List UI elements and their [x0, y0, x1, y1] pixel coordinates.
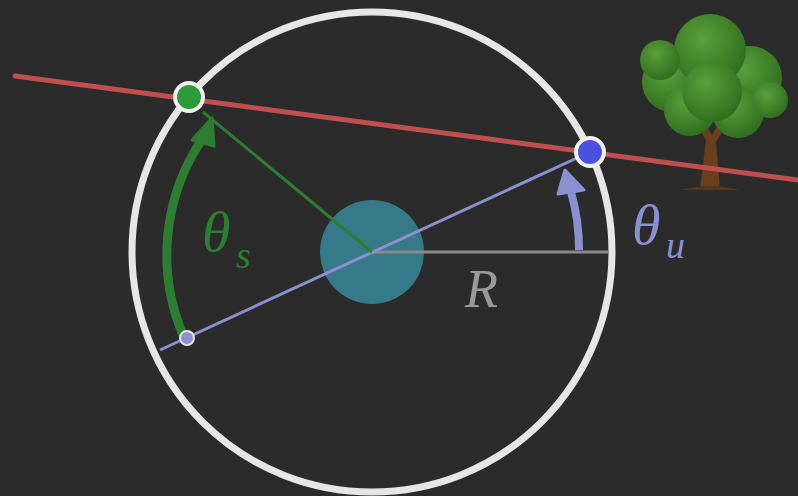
satellite-dot [175, 83, 203, 111]
orbit-circle [132, 12, 612, 492]
angle-subscript: s [236, 236, 251, 274]
angle-subscript: u [666, 226, 685, 264]
radius-label: R [465, 262, 498, 316]
arrowhead [558, 170, 584, 194]
angle-symbol: θ [632, 196, 661, 254]
user-dot [576, 138, 604, 166]
radius-line [372, 251, 608, 254]
user-line [160, 152, 590, 350]
angle-symbol: θ [202, 203, 231, 261]
point-dot [180, 331, 194, 345]
horizon-line [15, 76, 798, 180]
arrowhead [192, 118, 214, 146]
angle-arc [167, 138, 203, 335]
angle-arc [571, 192, 579, 250]
